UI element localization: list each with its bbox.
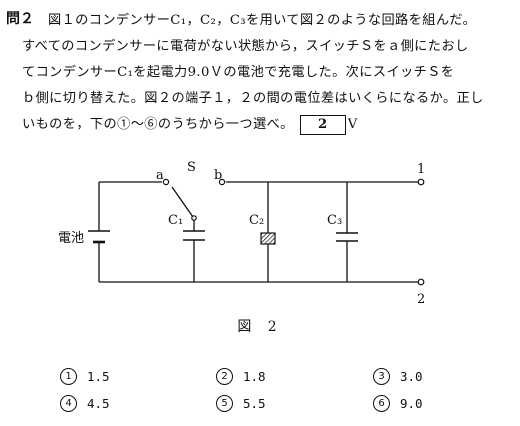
- terminal-2-label: 2: [417, 292, 425, 307]
- choice-number: 5: [216, 395, 233, 412]
- choice-value: 3.0: [400, 369, 423, 384]
- choice-3[interactable]: 3 3.0: [373, 368, 423, 385]
- switch-label: S: [187, 160, 196, 175]
- terminal-1-label: 1: [417, 162, 425, 177]
- choice-value: 9.0: [400, 396, 423, 411]
- choice-number: 6: [373, 395, 390, 412]
- choice-number: 3: [373, 368, 390, 385]
- terminal-2: [417, 278, 425, 286]
- choice-1[interactable]: 1 1.5: [60, 368, 110, 385]
- choice-2[interactable]: 2 1.8: [216, 368, 266, 385]
- choice-number: 2: [216, 368, 233, 385]
- terminal-1: [417, 178, 425, 186]
- c2-label: C₂: [249, 213, 264, 228]
- c2-capacitor-dielectric: [260, 232, 276, 245]
- question-text: 図１のコンデンサーC₁，C₂，C₃を用いて図２のような回路を組んだ。 すべてのコ…: [22, 8, 512, 138]
- c1-label: C₁: [168, 213, 183, 228]
- c3-label: C₃: [327, 213, 342, 228]
- contact-a-label: a: [156, 168, 164, 183]
- battery-label: 電池: [58, 231, 84, 246]
- answer-box: 2: [299, 114, 346, 135]
- question-line-2: すべてのコンデンサーに電荷がない状態から，スイッチＳをａ側にたおし: [22, 39, 469, 54]
- choice-number: 1: [60, 368, 77, 385]
- question-line-1: 図１のコンデンサーC₁，C₂，C₃を用いて図２のような回路を組んだ。: [48, 13, 477, 28]
- choice-value: 4.5: [87, 396, 110, 411]
- question-number: 問２: [6, 11, 34, 27]
- answer-unit: V: [347, 117, 358, 132]
- choice-value: 5.5: [243, 396, 266, 411]
- question-line-4: ｂ側に切り替えた。図２の端子１，２の間の電位差はいくらになるか。正し: [22, 91, 484, 106]
- question-line-3: てコンデンサーC₁を起電力9.0Ｖの電池で充電した。次にスイッチＳを: [22, 65, 455, 80]
- question-line-5-text: いものを，下の①〜⑥のうちから一つ選べ。: [22, 117, 294, 132]
- choice-4[interactable]: 4 4.5: [60, 395, 110, 412]
- switch-blade: [171, 186, 194, 218]
- circuit-diagram: 電池 S a b C₁ C₂ C₃ 1 2: [58, 160, 425, 307]
- choice-value: 1.8: [243, 369, 266, 384]
- switch-contact-a: [162, 178, 170, 186]
- choice-value: 1.5: [87, 369, 110, 384]
- switch-pivot: [191, 215, 197, 221]
- choice-5[interactable]: 5 5.5: [216, 395, 266, 412]
- choice-6[interactable]: 6 9.0: [373, 395, 423, 412]
- switch-contact-b: [218, 178, 226, 186]
- contact-b-label: b: [214, 168, 222, 183]
- choice-number: 4: [60, 395, 77, 412]
- figure-caption: 図 2: [237, 319, 283, 335]
